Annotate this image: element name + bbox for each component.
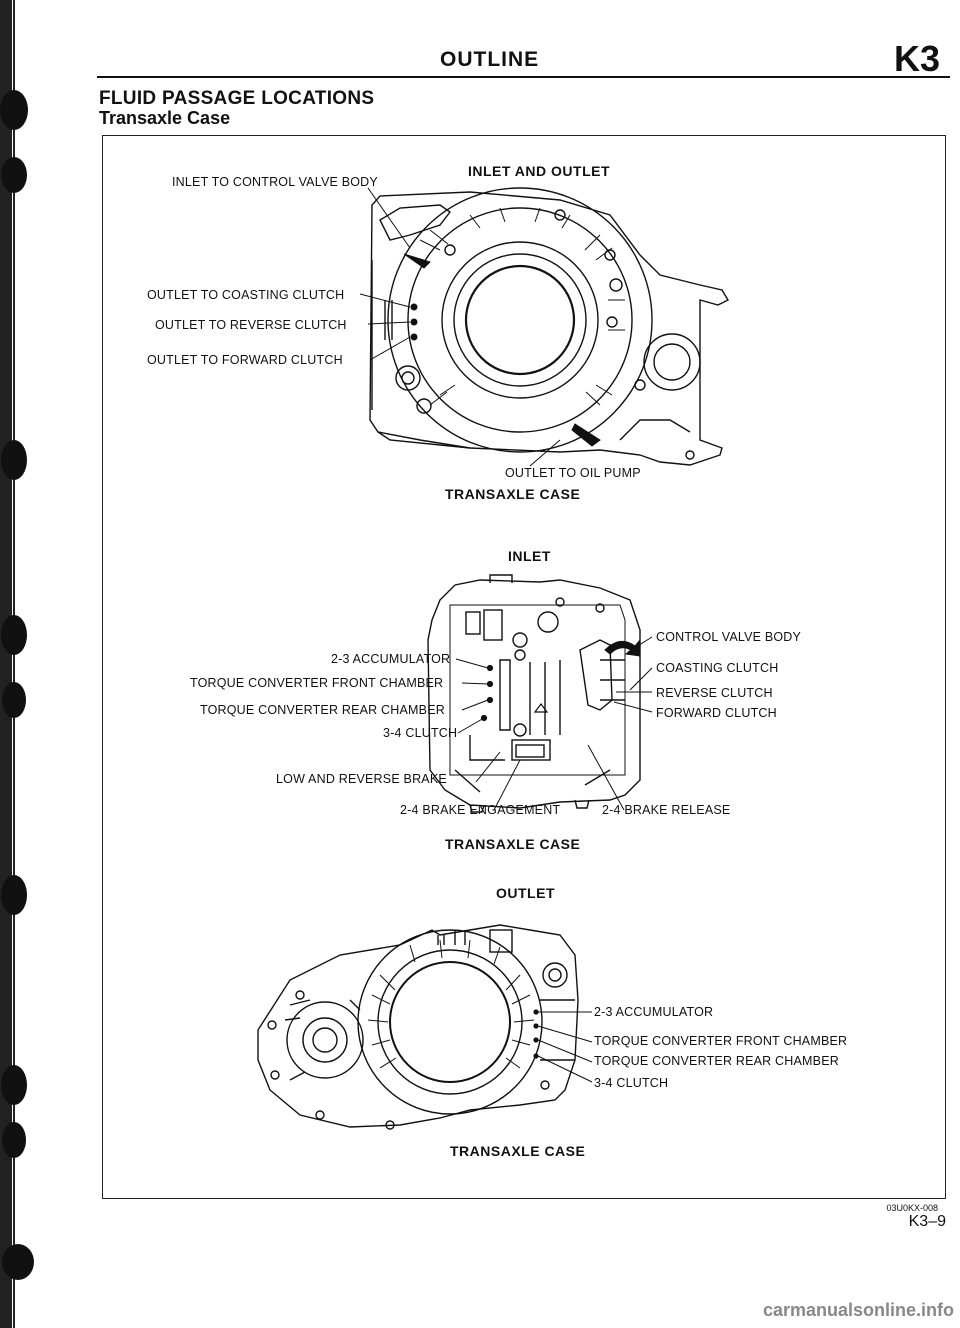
label-outlet-tc-front-chamber: TORQUE CONVERTER FRONT CHAMBER xyxy=(594,1034,848,1048)
label-inlet-tc-rear-chamber: TORQUE CONVERTER REAR CHAMBER xyxy=(200,703,445,717)
section-subtitle: Transaxle Case xyxy=(99,108,231,128)
label-inlet-reverse-clutch: REVERSE CLUTCH xyxy=(656,686,773,700)
running-title: OUTLINE xyxy=(440,48,540,71)
case-drawing-outlet xyxy=(257,924,579,1130)
label-inlet-tc-front-chamber: TORQUE CONVERTER FRONT CHAMBER xyxy=(190,676,444,690)
page-number: K3–9 xyxy=(908,1213,946,1230)
label-inlet-forward-clutch: FORWARD CLUTCH xyxy=(656,706,777,720)
leaders-inlet xyxy=(455,636,653,811)
label-outlet-3-4-clutch: 3-4 CLUTCH xyxy=(594,1076,669,1090)
header-rule xyxy=(97,76,950,78)
binding-holes xyxy=(0,0,34,1328)
section-code: K3 xyxy=(893,38,940,79)
label-outlet-forward-clutch: OUTLET TO FORWARD CLUTCH xyxy=(147,353,343,367)
flow-dots-outlet xyxy=(533,1009,539,1059)
section-title: FLUID PASSAGE LOCATIONS xyxy=(99,88,375,109)
label-outlet-coasting-clutch: OUTLET TO COASTING CLUTCH xyxy=(147,288,345,302)
label-inlet-coasting-clutch: COASTING CLUTCH xyxy=(656,661,779,675)
label-inlet-2-3-accumulator: 2-3 ACCUMULATOR xyxy=(331,652,451,666)
flow-arrows-inlet-outlet xyxy=(403,253,601,447)
label-inlet-2-4-brake-release: 2-4 BRAKE RELEASE xyxy=(602,803,731,817)
label-inlet-2-4-brake-engagement: 2-4 BRAKE ENGAGEMENT xyxy=(400,803,561,817)
figure-caption-outlet: TRANSAXLE CASE xyxy=(450,1143,586,1159)
figure-heading-inlet-outlet: INLET AND OUTLET xyxy=(468,163,611,179)
case-drawing-inlet xyxy=(427,574,641,813)
label-inlet-control-valve-body: CONTROL VALVE BODY xyxy=(656,630,802,644)
leaders-inlet-outlet xyxy=(359,187,561,467)
watermark: carmanualsonline.info xyxy=(762,1300,954,1320)
label-outlet-oil-pump: OUTLET TO OIL PUMP xyxy=(505,466,641,480)
label-outlet-2-3-accumulator: 2-3 ACCUMULATOR xyxy=(594,1005,714,1019)
label-outlet-tc-rear-chamber: TORQUE CONVERTER REAR CHAMBER xyxy=(594,1054,839,1068)
label-outlet-reverse-clutch: OUTLET TO REVERSE CLUTCH xyxy=(155,318,347,332)
figure-heading-outlet: OUTLET xyxy=(496,885,555,901)
figure-frame xyxy=(102,135,946,1199)
figure-code: 03U0KX-008 xyxy=(886,1203,938,1213)
case-drawing-inlet-outlet xyxy=(369,187,729,466)
figure-heading-inlet: INLET xyxy=(508,548,551,564)
figure-caption-inlet: TRANSAXLE CASE xyxy=(445,836,581,852)
leaders-outlet xyxy=(537,1011,593,1083)
label-inlet-3-4-clutch: 3-4 CLUTCH xyxy=(383,726,458,740)
figure-caption-inlet-outlet: TRANSAXLE CASE xyxy=(445,486,581,502)
label-inlet-control-valve-body: INLET TO CONTROL VALVE BODY xyxy=(172,175,378,189)
label-inlet-low-reverse-brake: LOW AND REVERSE BRAKE xyxy=(276,772,447,786)
